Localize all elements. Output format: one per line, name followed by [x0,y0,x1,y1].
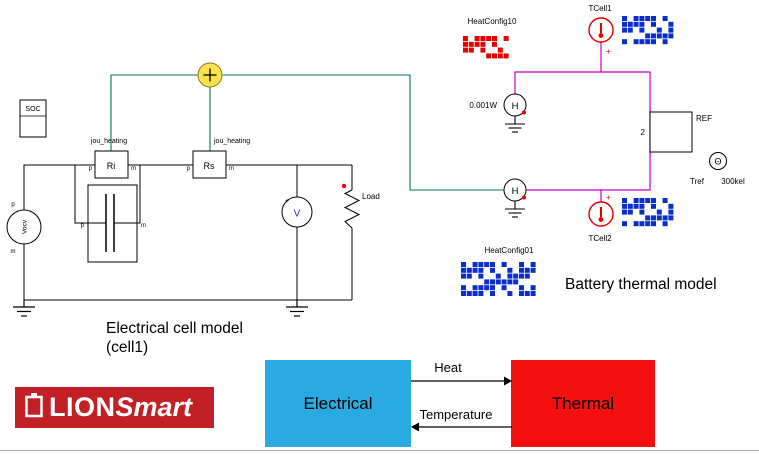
heatconfig10-label: HeatConfig10 [468,17,517,26]
resistor-ri: Ri p m jou_heating [89,138,136,179]
schematic-canvas: SOC Vocv p m Ri p m jou_heating Rs [6,4,745,356]
caption-electrical-line2: (cell1) [106,339,148,356]
heat-arrow: Heat [411,360,512,386]
caption-thermal-model: Battery thermal model [565,276,717,293]
battery-icon [23,391,45,424]
ri-jou-heating-label: jou_heating [90,138,127,145]
bottom-divider [0,450,759,451]
heatconfig01-label: HeatConfig01 [485,246,534,255]
tcell1-sensor: TCell1 + [588,4,614,56]
ground-left [13,300,35,317]
legend-thermal-label: Thermal [551,393,615,413]
theta-sensor [709,152,727,170]
plus-icon [203,68,217,82]
rs-pin-m: m [229,166,234,172]
thermal-config-icon-top [622,16,674,45]
heat-source-bottom: H [503,178,527,218]
caption-electrical-line1: Electrical cell model [106,320,243,337]
sum-junction [197,62,223,88]
circuit-wires [23,164,353,301]
heat-arrow-label: Heat [434,360,462,375]
temperature-arrow: Temperature [411,407,512,432]
ref-label: REF [696,114,712,123]
load-port-dot [341,183,347,189]
theta-icon: Θ [714,157,721,167]
voltage-sensor: V + [281,196,313,228]
ri-label: Ri [107,161,116,171]
logo-smart-text: Smart [115,392,193,422]
tcell1-plus: + [606,47,611,56]
soc-label: SOC [25,106,40,113]
arrow-head-left-icon [411,422,419,432]
legend-electrical-label: Electrical [303,393,373,413]
ground-middle [286,300,308,317]
battery-thermal-model: TCell1 + + TCell2 0.001W [461,4,745,296]
heatconfig01-icon [461,262,536,296]
rs-jou-heating-label: jou_heating [213,138,250,145]
ref-port-label: 2 [641,128,646,137]
cap-pin-p: p [81,223,85,229]
thermometer-icon [598,23,604,38]
heat-source-value: 0.001W [469,101,497,110]
heat-port-dot [522,110,526,115]
joule-heating-wires [110,74,504,191]
thermal-config-icon-middle [622,198,674,227]
capacitor-branch: p m [81,184,146,263]
rs-label: Rs [204,161,215,171]
thermal-ground-bottom [505,201,525,218]
voltage-source-vocv: Vocv p m [6,202,42,255]
voltage-sensor-label: V [294,209,301,220]
ri-pin-m: m [131,166,136,172]
logo-lion-text: LION [49,392,116,422]
vocv-pin-p: p [11,202,15,208]
load-resistor: Load [341,183,380,229]
tcell2-sensor: + TCell2 [588,193,614,243]
legend-electrical-box: Electrical [265,360,411,447]
heat-source-top: 0.001W H [469,93,527,133]
rs-pin-p: p [187,166,191,172]
voltage-sensor-plus: + [285,198,289,205]
resistor-rs: Rs p m jou_heating [187,138,250,179]
legend-thermal-box: Thermal [511,360,655,447]
heat-source-top-label: H [512,101,519,112]
vocv-pin-m: m [11,249,16,255]
ri-pin-p: p [89,166,93,172]
electrical-cell-model: SOC Vocv p m Ri p m jou_heating Rs [6,62,504,356]
ref-block: REF 2 Θ Tref 300kel [641,111,745,186]
cap-pin-m: m [141,223,146,229]
load-label: Load [362,192,380,201]
soc-block: SOC [19,99,47,138]
vocv-label: Vocv [22,219,29,234]
thermal-ground-top [505,116,525,133]
heatconfig10-icon [463,36,509,59]
tcell2-plus: + [606,193,611,202]
heat-port-dot [522,195,526,200]
tref-value: 300kel [721,177,745,186]
thermal-wires [514,42,651,202]
arrow-head-right-icon [504,376,512,386]
tcell2-label: TCell2 [588,234,612,243]
tref-label: Tref [690,177,705,186]
thermometer-icon [598,207,604,222]
heat-source-bottom-label: H [512,186,519,197]
temperature-arrow-label: Temperature [420,407,493,422]
tcell1-label: TCell1 [588,4,612,13]
legend-arrows: Heat Temperature [411,360,512,432]
